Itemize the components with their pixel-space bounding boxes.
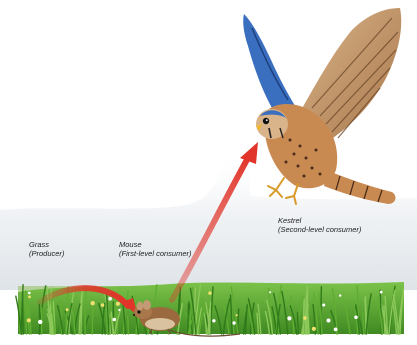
kestrel-label: Kestrel (Second-level consumer) [278,216,361,234]
grass-role: (Producer) [29,249,64,258]
flower-dot [322,304,325,307]
flower-dot [28,296,31,299]
grass-blade [298,313,299,334]
flower-dot [118,309,120,311]
flower-dot [28,292,31,295]
flower-dot [269,291,271,293]
grass-label: Grass (Producer) [29,240,64,258]
grass-blade [307,286,308,334]
flower-dot [38,320,42,324]
flower-dot [113,318,117,322]
grass-blade [128,316,129,334]
flower-dot [334,328,338,332]
flower-dot [236,314,238,316]
mouse-name: Mouse [119,240,192,249]
flower-dot [212,319,215,322]
flower-dot [354,316,358,320]
flower-dot [339,294,341,296]
flower-dot [27,318,31,322]
grass-blade [92,303,93,334]
kestrel-role: (Second-level consumer) [278,225,361,234]
grass-blade [39,304,40,334]
flower-dot [312,327,316,331]
grass-name: Grass [29,240,64,249]
flower-dot [66,308,69,311]
flower-dot [287,316,291,320]
flower-dot [208,291,211,294]
flower-dot [91,301,95,305]
mouse-role: (First-level consumer) [119,249,192,258]
flower-dot [327,319,331,323]
kestrel-bird-icon [243,8,401,204]
flower-dot [108,297,112,301]
flower-dot [303,316,306,319]
grass-blade [188,304,189,334]
flower-dot [116,302,120,306]
mouse-label: Mouse (First-level consumer) [119,240,192,258]
flower-dot [380,291,383,294]
flower-dot [101,303,105,307]
flower-dot [232,321,235,324]
kestrel-name: Kestrel [278,216,361,225]
grass-blade [210,302,211,334]
